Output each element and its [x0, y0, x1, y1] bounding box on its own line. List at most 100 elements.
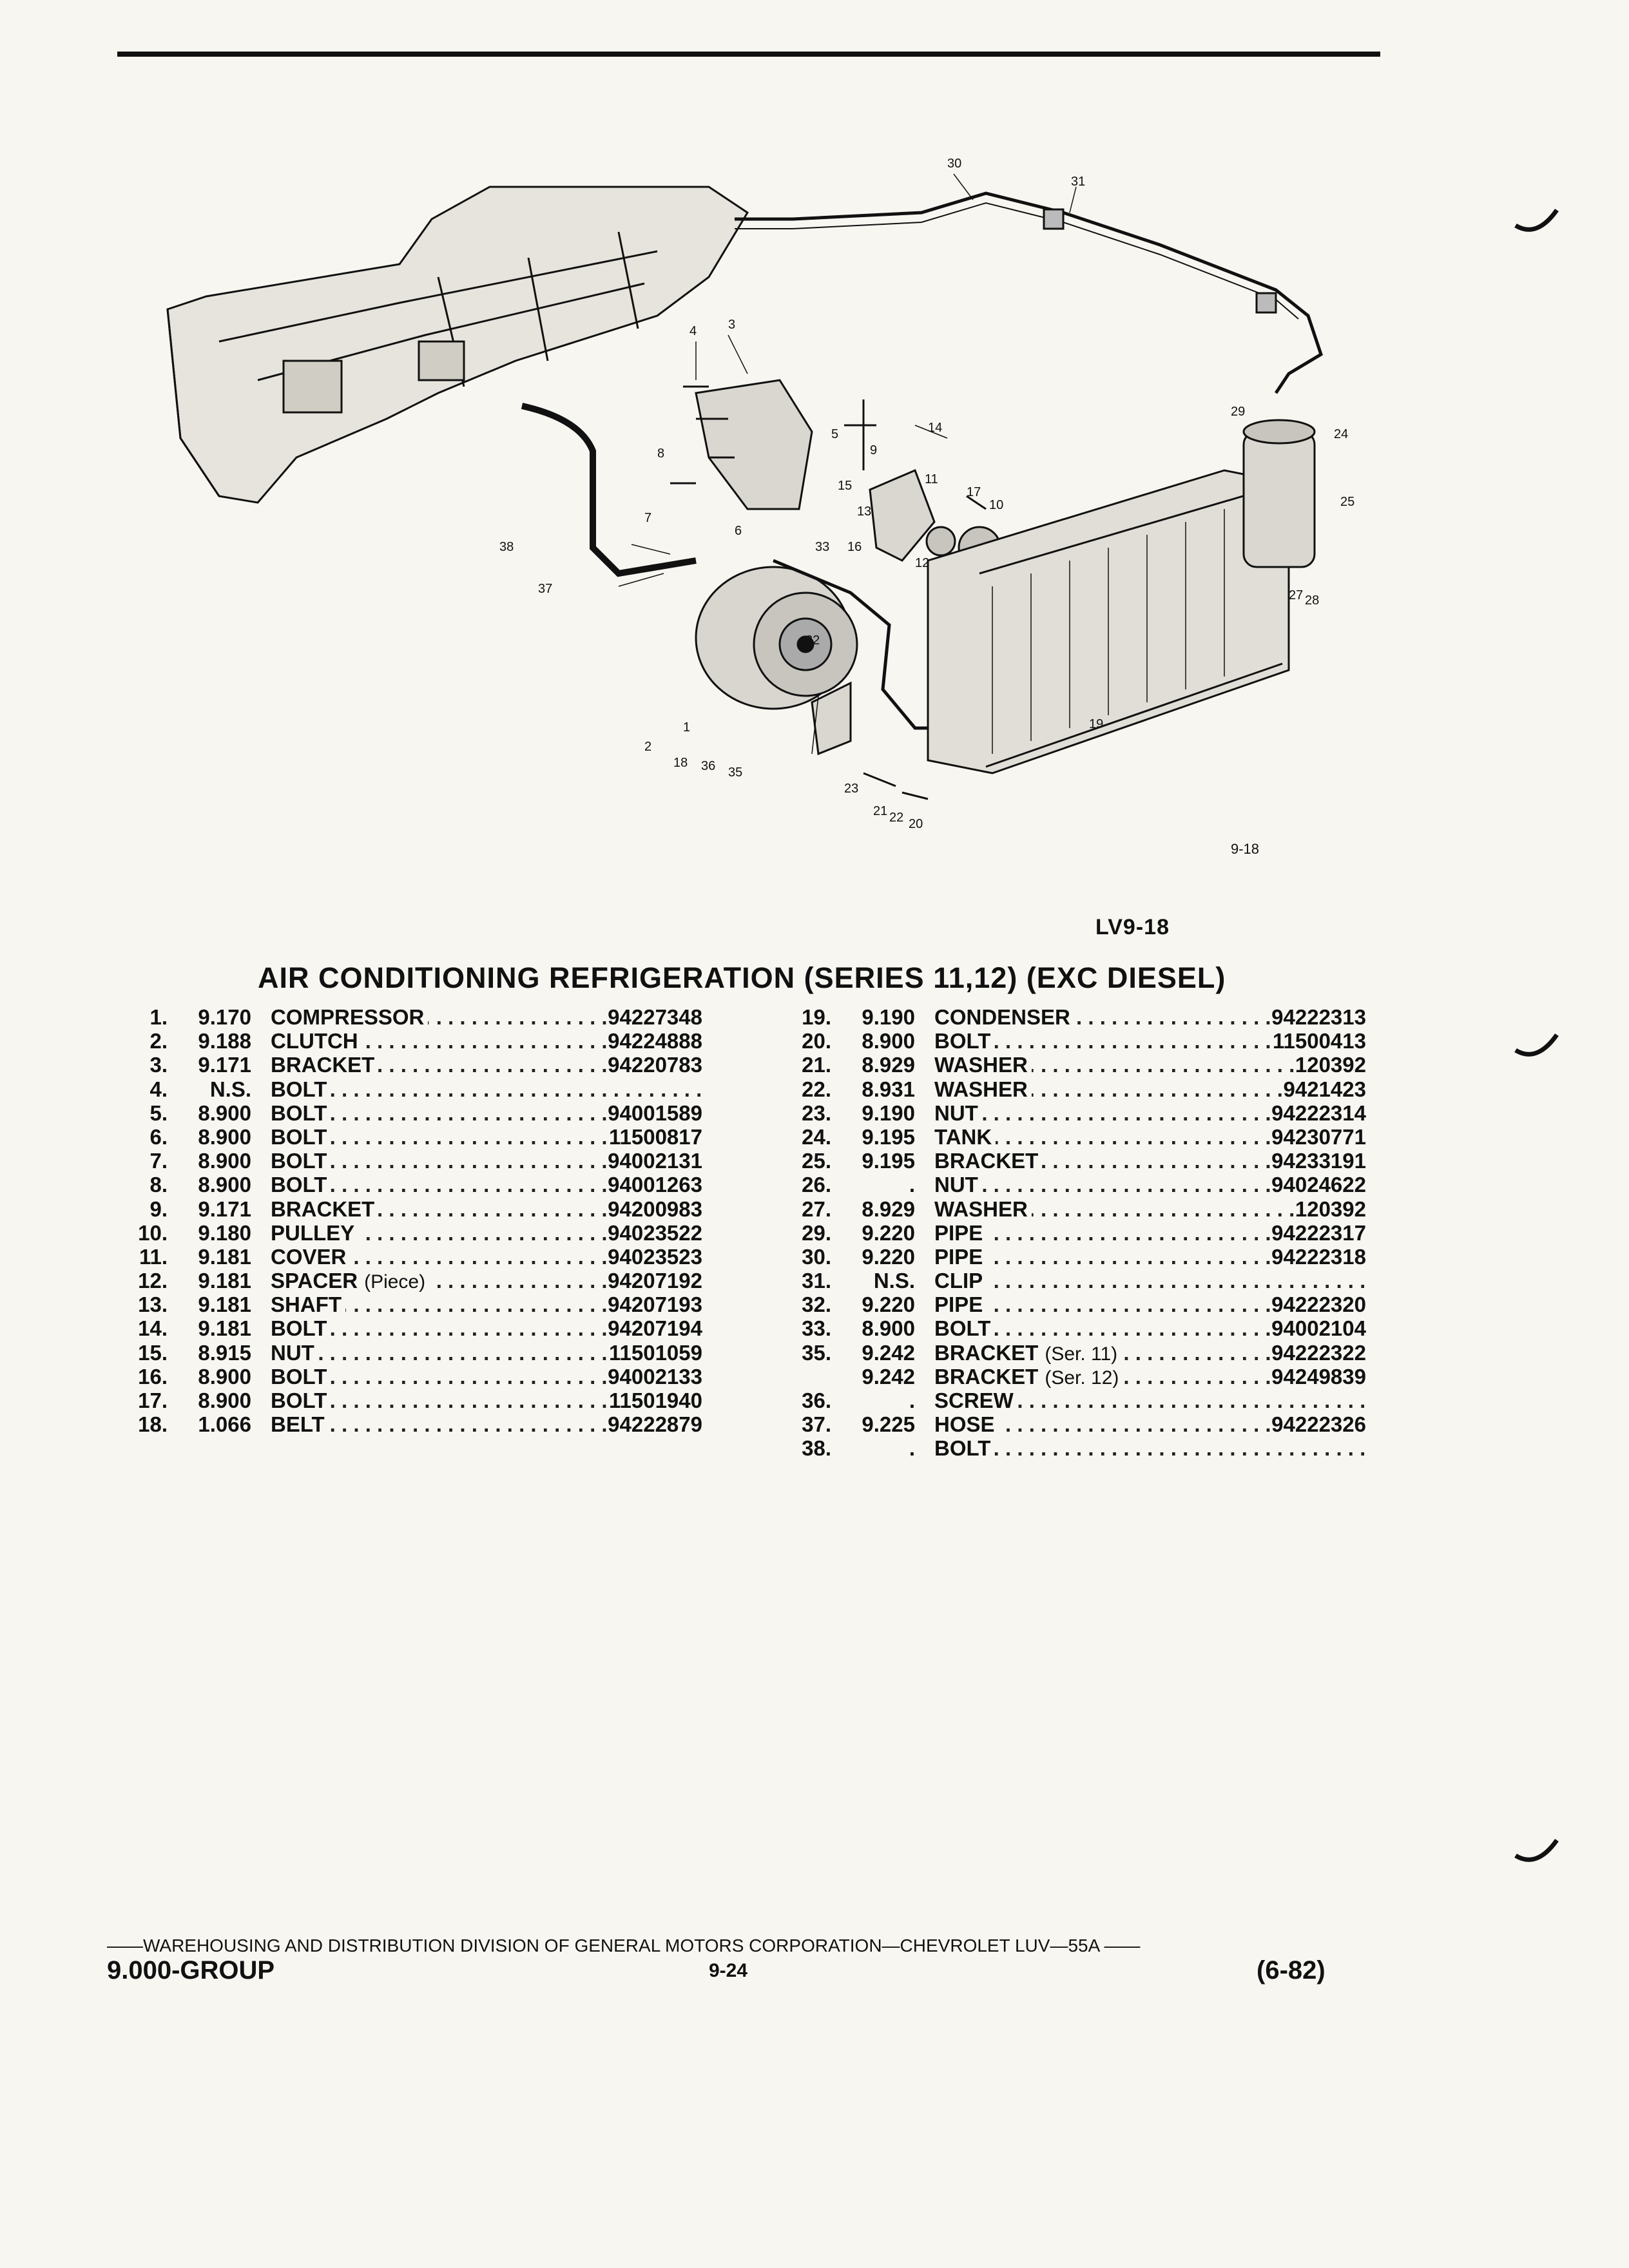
part-name-text: PULLEY: [271, 1220, 355, 1245]
figure-code: 9-18: [1231, 841, 1260, 857]
part-name-text: BRACKET: [271, 1196, 375, 1221]
part-name: PIPE: [934, 1244, 987, 1269]
description-cell: . . . . . . . . . . . . . . . . . . . . …: [271, 1124, 702, 1149]
callout-16: 16: [847, 540, 862, 554]
group-number: .: [909, 1173, 915, 1197]
item-number: 31.: [802, 1269, 831, 1293]
part-name-text: NUT: [934, 1173, 978, 1197]
dot-leader: . . . . . . . . . . . . . . . . . . . . …: [934, 1269, 1366, 1293]
item-number: 6.: [149, 1124, 168, 1149]
description-cell: . . . . . . . . . . . . . . . . . . . . …: [271, 1364, 702, 1389]
part-name: BOLT: [271, 1389, 331, 1412]
description-cell: . . . . . . . . . . . . . . . . . . . . …: [271, 1053, 702, 1077]
binder-hole-mark: [1514, 1031, 1559, 1063]
group-number: 9.181: [198, 1269, 251, 1293]
part-name-text: BRACKET: [271, 1053, 375, 1077]
part-name: BOLT: [271, 1173, 331, 1197]
part-number: 94002133: [606, 1364, 702, 1389]
part-name: COMPRESSOR: [271, 1005, 429, 1029]
part-number: 94249839: [1270, 1364, 1366, 1389]
description-cell: . . . . . . . . . . . . . . . . . . . . …: [934, 1100, 1366, 1125]
callout-33: 33: [815, 540, 829, 554]
part-name-text: NUT: [934, 1100, 978, 1125]
description-cell: . . . . . . . . . . . . . . . . . . . . …: [271, 1340, 702, 1365]
group-number: 8.929: [862, 1053, 915, 1077]
part-number: 94222320: [1270, 1293, 1366, 1317]
callout-14: 14: [928, 421, 942, 435]
part-name-text: CLIP: [934, 1269, 983, 1293]
part-name-text: SPACER: [271, 1269, 358, 1293]
binder-hole-mark: [1514, 1836, 1559, 1869]
group-number: 8.900: [862, 1316, 915, 1341]
item-number: 8.: [149, 1173, 168, 1197]
group-number: 9.171: [198, 1196, 251, 1221]
item-number: 37.: [802, 1412, 831, 1437]
callout-19: 19: [1089, 717, 1103, 731]
group-number: 9.195: [862, 1149, 915, 1173]
item-number: 17.: [138, 1389, 168, 1412]
part-name: BOLT: [271, 1077, 331, 1101]
callout-2: 2: [644, 740, 651, 754]
item-number: 24.: [802, 1124, 831, 1149]
group-number: 9.242: [862, 1340, 915, 1365]
part-number: 11500413: [1271, 1029, 1366, 1053]
group-number: 9.181: [198, 1293, 251, 1317]
hose-37: [521, 403, 697, 577]
group-number: 9.225: [862, 1412, 915, 1437]
part-name: BRACKET(Ser. 12): [934, 1364, 1123, 1389]
description-cell: . . . . . . . . . . . . . . . . . . . . …: [271, 1077, 702, 1101]
part-number: 9421423: [1282, 1077, 1366, 1101]
group-number: .: [909, 1436, 915, 1461]
group-number: .: [909, 1389, 915, 1412]
part-name-text: WASHER: [934, 1196, 1028, 1221]
item-number: 11.: [139, 1244, 168, 1269]
part-number: 94002131: [606, 1149, 702, 1173]
description-cell: . . . . . . . . . . . . . . . . . . . . …: [934, 1196, 1366, 1221]
part-name-text: COMPRESSOR: [271, 1005, 425, 1029]
item-number: 15.: [138, 1340, 168, 1365]
part-number: 94224888: [606, 1029, 702, 1053]
part-number: 94024622: [1270, 1173, 1366, 1197]
part-number: 120392: [1293, 1053, 1366, 1077]
part-number: 94207192: [606, 1269, 702, 1293]
part-name-text: CONDENSER: [934, 1005, 1070, 1029]
item-number: 27.: [802, 1196, 831, 1221]
footer-date: (6-82): [1257, 1956, 1325, 1984]
part-number: 94222879: [606, 1412, 702, 1437]
item-number: 22.: [802, 1077, 831, 1101]
group-number: 1.066: [198, 1412, 251, 1437]
description-cell: . . . . . . . . . . . . . . . . . . . . …: [271, 1220, 702, 1245]
description-cell: . . . . . . . . . . . . . . . . . . . . …: [934, 1005, 1366, 1030]
item-number: 23.: [802, 1100, 831, 1125]
pipe-30: [735, 191, 1324, 394]
item-number: 5.: [149, 1100, 168, 1125]
description-cell: . . . . . . . . . . . . . . . . . . . . …: [271, 1100, 702, 1125]
part-name: CONDENSER: [934, 1005, 1074, 1029]
item-number: 16.: [138, 1364, 168, 1389]
item-number: 19.: [802, 1005, 831, 1029]
part-name-text: BOLT: [271, 1173, 327, 1197]
item-number: 21.: [802, 1053, 831, 1077]
item-number: 29.: [802, 1220, 831, 1245]
description-cell: . . . . . . . . . . . . . . . . . . . . …: [271, 1412, 702, 1437]
part-name: COVER: [271, 1244, 351, 1269]
item-number: 30.: [802, 1244, 831, 1269]
part-number: 94222318: [1270, 1244, 1366, 1269]
part-name-text: TANK: [934, 1124, 992, 1149]
description-cell: . . . . . . . . . . . . . . . . . . . . …: [934, 1364, 1366, 1390]
callout-11: 11: [925, 472, 938, 486]
part-note: (Ser. 12): [1045, 1367, 1119, 1389]
section-title: AIR CONDITIONING REFRIGERATION (SERIES 1…: [258, 961, 1226, 994]
callout-1: 1: [683, 720, 690, 735]
part-name-text: BRACKET: [934, 1149, 1039, 1173]
callout-30: 30: [947, 157, 961, 171]
exploded-parts-diagram: 30 31 4 3 14 5 8 9 15 11 17 10 13 7 6 33…: [129, 148, 1405, 889]
part-name: BOLT: [271, 1149, 331, 1173]
part-number: 94220783: [606, 1053, 702, 1077]
callout-21: 21: [873, 804, 887, 818]
dot-leader: . . . . . . . . . . . . . . . . . . . . …: [934, 1436, 1366, 1461]
binder-hole-mark: [1514, 206, 1559, 238]
group-number: 9.195: [862, 1124, 915, 1149]
callout-27: 27: [1289, 588, 1303, 602]
part-name-text: BOLT: [271, 1149, 327, 1173]
